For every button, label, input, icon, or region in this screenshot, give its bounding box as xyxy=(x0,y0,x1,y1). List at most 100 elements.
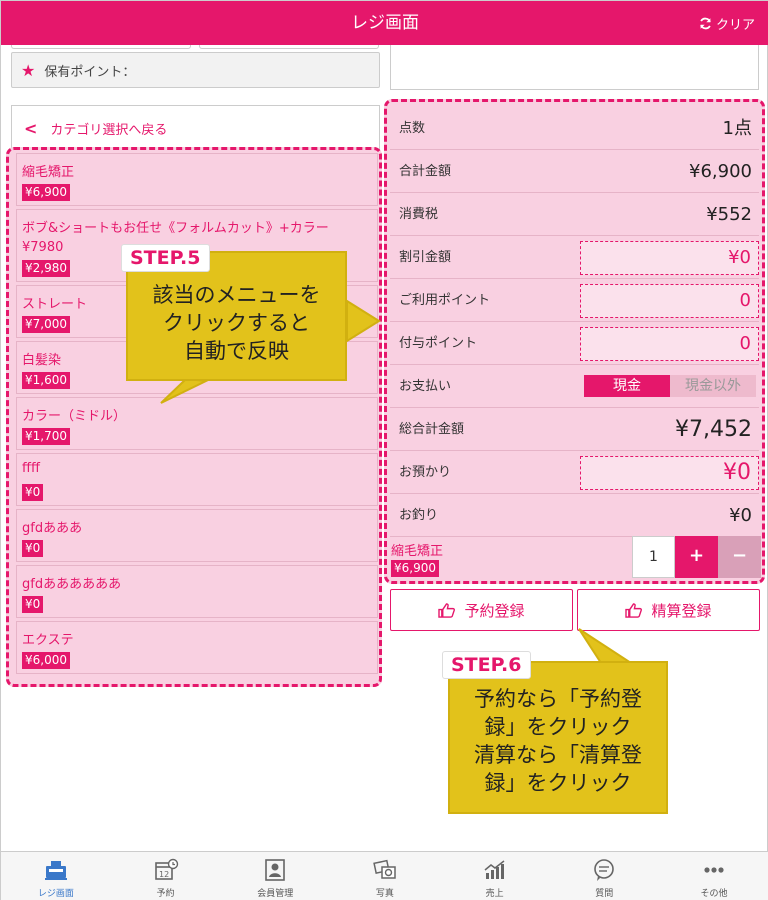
cart-item-name: 縮毛矯正 xyxy=(391,544,444,559)
more-icon xyxy=(704,867,724,873)
menu-item[interactable]: エクステ ¥6,000 xyxy=(16,621,378,674)
discount-input[interactable]: ¥0 xyxy=(580,241,759,275)
nav-label: 売上 xyxy=(485,889,504,899)
sales-chart-icon xyxy=(484,860,505,879)
checkout-register-button[interactable]: 精算登録 xyxy=(577,589,760,631)
use-points-row: ご利用ポイント 0 xyxy=(390,279,759,322)
payment-row: お支払い 現金 現金以外 xyxy=(390,365,759,408)
checkout-register-label: 精算登録 xyxy=(651,601,712,620)
menu-item-name: 縮毛矯正 xyxy=(22,165,75,180)
nav-item-sales[interactable]: 売上 xyxy=(440,852,550,900)
nav-item-reservation[interactable]: 12 予約 xyxy=(111,852,221,900)
grant-points-label: 付与ポイント xyxy=(399,336,478,351)
nav-item-members[interactable]: 会員管理 xyxy=(220,852,330,900)
quantity-minus-button[interactable]: − xyxy=(718,536,761,578)
page-title: レジ画面 xyxy=(351,13,419,33)
clear-button[interactable]: クリア xyxy=(699,14,755,33)
menu-item[interactable]: ffff ¥0 xyxy=(16,453,378,506)
tax-label: 消費税 xyxy=(399,207,439,222)
question-icon xyxy=(594,859,615,881)
quantity-plus-button[interactable]: + xyxy=(675,536,718,578)
menu-item-price: ¥1,600 xyxy=(22,372,70,389)
tab-stub-left xyxy=(11,45,191,49)
grant-points-input[interactable]: 0 xyxy=(580,327,759,361)
refresh-icon xyxy=(700,17,711,30)
grant-points-row: 付与ポイント 0 xyxy=(390,322,759,365)
nav-label: 会員管理 xyxy=(257,889,294,899)
owned-points-field: ★ 保有ポイント： xyxy=(11,52,380,88)
reserve-register-label: 予約登録 xyxy=(464,601,525,620)
register-icon xyxy=(44,861,67,880)
discount-row: 割引金額 ¥0 xyxy=(390,236,759,279)
menu-item-name: gfdああああああ xyxy=(22,577,122,592)
tax-value: ¥552 xyxy=(706,204,752,225)
calendar-icon: 12 xyxy=(154,858,178,880)
menu-item-name: カラー（ミドル） xyxy=(22,409,127,424)
step5-arrow xyxy=(346,299,381,343)
menu-item[interactable]: カラー（ミドル） ¥1,700 xyxy=(16,397,378,450)
count-label: 点数 xyxy=(399,121,426,136)
step6-callout: 予約なら「予約登 録」をクリック 清算なら「清算登 録」をクリック xyxy=(448,661,668,814)
deposit-input[interactable]: ¥0 xyxy=(580,456,759,490)
nav-label: 質問 xyxy=(595,889,614,899)
payment-cash-option[interactable]: 現金 xyxy=(584,375,670,397)
menu-item-name: ボブ&ショートもお任せ《フォルムカット》+カラー xyxy=(22,221,329,236)
step6-line-2: 録」をクリック xyxy=(484,715,632,739)
change-value: ¥0 xyxy=(729,505,752,526)
reserve-register-button[interactable]: 予約登録 xyxy=(390,589,573,631)
step6-tail xyxy=(578,628,635,664)
step5-line-1: 該当のメニューを xyxy=(152,283,321,307)
total-label: 合計金額 xyxy=(399,164,452,179)
menu-item[interactable]: gfdあああ ¥0 xyxy=(16,509,378,562)
total-value: ¥6,900 xyxy=(689,161,752,182)
payment-label: お支払い xyxy=(399,379,452,394)
member-icon xyxy=(265,859,286,881)
nav-label: レジ画面 xyxy=(37,889,74,899)
star-icon: ★ xyxy=(21,60,36,80)
menu-item[interactable]: 縮毛矯正 ¥6,900 xyxy=(16,153,378,206)
owned-points-label: 保有ポイント： xyxy=(44,64,136,80)
nav-item-more[interactable]: その他 xyxy=(659,852,768,900)
step6-line-4: 録」をクリック xyxy=(484,771,632,795)
deposit-label: お預かり xyxy=(399,465,452,480)
menu-item-price: ¥0 xyxy=(22,540,44,557)
total-row: 合計金額 ¥6,900 xyxy=(390,150,759,193)
nav-item-photos[interactable]: 写真 xyxy=(330,852,440,900)
menu-item-name: ストレート xyxy=(22,297,88,312)
nav-item-questions[interactable]: 質問 xyxy=(549,852,659,900)
register-panel: 点数 1点 合計金額 ¥6,900 消費税 ¥552 割引金額 ¥0 ご利用ポイ… xyxy=(384,99,765,584)
step6-line-1: 予約なら「予約登 xyxy=(474,687,642,711)
menu-item-name: 白髪染 xyxy=(22,353,62,368)
menu-item-price: ¥2,980 xyxy=(22,260,70,277)
thumbs-up-icon xyxy=(438,602,456,618)
step6-line-3: 清算なら「清算登 xyxy=(474,743,642,767)
photo-icon xyxy=(373,859,396,879)
discount-label: 割引金額 xyxy=(399,250,452,265)
menu-list: 縮毛矯正 ¥6,900 ボブ&ショートもお任せ《フォルムカット》+カラー ¥79… xyxy=(6,147,382,687)
change-label: お釣り xyxy=(399,508,439,523)
payment-other-option[interactable]: 現金以外 xyxy=(670,375,756,397)
header-bar: レジ画面 クリア xyxy=(1,1,768,45)
grand-total-label: 総合計金額 xyxy=(399,422,465,437)
menu-item-price: ¥7,000 xyxy=(22,316,70,333)
menu-item-name: ffff xyxy=(22,461,40,476)
grand-total-row: 総合計金額 ¥7,452 xyxy=(390,408,759,451)
payment-toggle: 現金 現金以外 xyxy=(584,375,756,397)
svg-text:12: 12 xyxy=(159,870,169,879)
nav-label: 予約 xyxy=(156,889,175,899)
bottom-nav: レジ画面 12 予約 会員管理 写真 売上 質問 その他 xyxy=(1,851,768,900)
menu-item-price: ¥6,900 xyxy=(22,184,70,201)
step5-tail xyxy=(160,377,210,404)
count-value: 1点 xyxy=(722,118,752,139)
back-to-category-button[interactable]: < カテゴリ選択へ戻る xyxy=(11,105,380,151)
use-points-input[interactable]: 0 xyxy=(580,284,759,318)
menu-item-name: エクステ xyxy=(22,633,74,648)
menu-item[interactable]: gfdああああああ ¥0 xyxy=(16,565,378,618)
tab-stub-right xyxy=(199,45,379,49)
nav-item-register[interactable]: レジ画面 xyxy=(1,852,111,900)
step5-tag: STEP.5 xyxy=(121,244,210,272)
quantity-value: 1 xyxy=(632,536,675,578)
nav-label: 写真 xyxy=(375,889,394,899)
chevron-left-icon: < xyxy=(24,118,38,138)
